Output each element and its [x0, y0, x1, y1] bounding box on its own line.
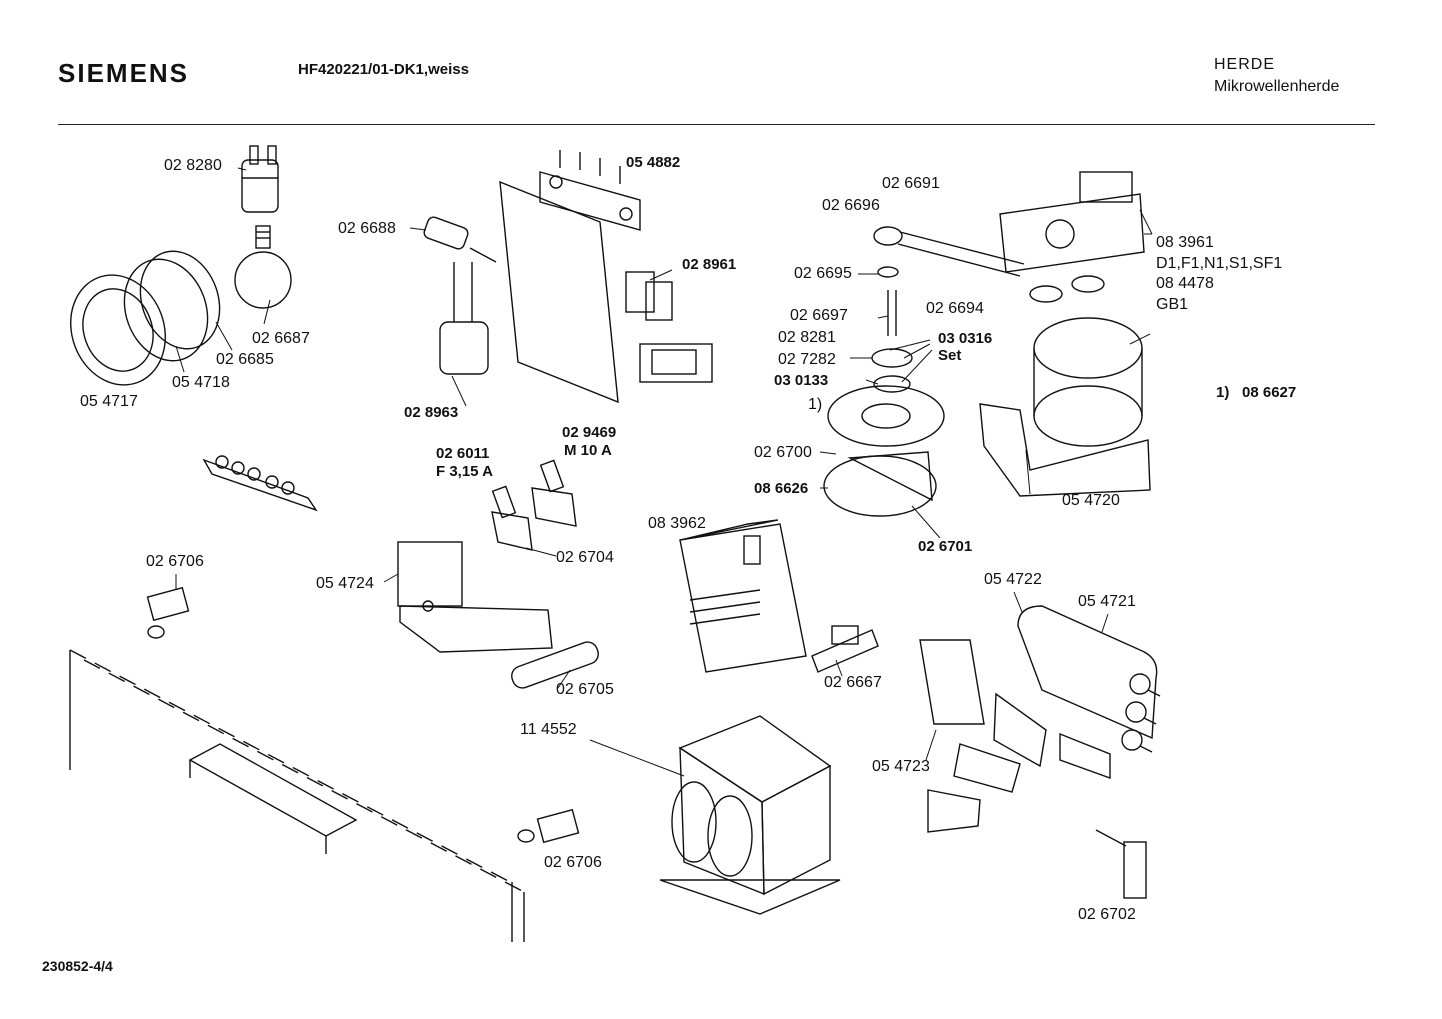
part-label-026667: 02 6667	[824, 674, 882, 691]
interlock-switch-drawing	[811, 625, 879, 673]
door-switch-drawing	[146, 586, 580, 844]
thermal-switch-drawing	[397, 541, 553, 653]
leader-lines	[175, 167, 1153, 777]
part-label-026705: 02 6705	[556, 681, 614, 698]
part-label-028963: 02 8963	[404, 404, 459, 421]
lamp-socket-drawing	[241, 145, 279, 213]
brand-logo: SIEMENS	[58, 58, 190, 88]
part-label-028281: 02 8281	[778, 329, 836, 346]
part-label-086627: 08 6627	[1242, 384, 1297, 401]
part-label-054882: 05 4882	[626, 154, 681, 171]
resistor-block-drawing	[1095, 829, 1147, 899]
terminal-block-drawing	[202, 455, 318, 512]
part-label-026687: 02 6687	[252, 330, 310, 347]
part-label-026702: 02 6702	[1078, 906, 1136, 923]
part-label-054724: 05 4724	[316, 575, 374, 592]
door-edge-drawing	[69, 650, 525, 942]
part-label-026701: 02 6701	[918, 538, 973, 555]
part-label-026688: 02 6688	[338, 220, 396, 237]
subcategory-title: Mikrowellenherde	[1214, 78, 1340, 95]
part-label-gb1: GB1	[1156, 296, 1189, 313]
part-label-026011: 02 6011	[436, 445, 490, 462]
fan-drawing	[979, 317, 1151, 497]
mounting-plate-drawing	[499, 150, 641, 404]
fuse-drawing	[491, 459, 577, 551]
part-label-026706-bottom: 02 6706	[544, 854, 602, 871]
part-label-054721: 05 4721	[1078, 593, 1136, 610]
part-label-030133: 03 0133	[774, 372, 829, 389]
part-label-027282: 02 7282	[778, 351, 836, 368]
door-frame-drawing	[69, 649, 525, 893]
lamp-bulb-drawing	[234, 225, 292, 309]
footnote-marker: 1)	[1216, 384, 1230, 401]
part-label-set: Set	[938, 347, 962, 364]
noise-filter-drawing	[423, 216, 497, 263]
motor-drawing	[999, 171, 1145, 303]
part-label-030316: 03 0316	[938, 330, 993, 347]
fuse-rating-m10a: M 10 A	[564, 442, 612, 459]
part-label-026696: 02 6696	[822, 197, 880, 214]
relay-drawing	[625, 271, 713, 383]
capacitor-drawing	[439, 262, 489, 375]
part-label-029469: 02 9469	[562, 424, 617, 441]
part-label-054720: 05 4720	[1062, 492, 1120, 509]
part-label-026706-top: 02 6706	[146, 553, 204, 570]
model-number: HF420221/01-DK1,weiss	[298, 61, 469, 78]
part-label-ref1: 1)	[808, 396, 823, 413]
part-label-026694: 02 6694	[926, 300, 984, 317]
part-label-026695: 02 6695	[794, 265, 852, 282]
part-label-084478: 08 4478	[1156, 275, 1214, 292]
turntable-drive-drawing	[823, 226, 1025, 517]
part-label-054718: 05 4718	[172, 374, 230, 391]
document-reference: 230852-4/4	[42, 958, 113, 974]
hv-capacitor-drawing	[1017, 605, 1161, 779]
fuse-rating-f315a: F 3,15 A	[436, 463, 493, 480]
part-label-026700: 02 6700	[754, 444, 812, 461]
part-label-083962: 08 3962	[648, 515, 706, 532]
header-divider	[58, 124, 1375, 125]
hv-transformer-drawing	[659, 715, 841, 915]
part-label-114552: 11 4552	[520, 721, 577, 738]
part-label-028961: 02 8961	[682, 256, 737, 273]
magnetron-drawing	[679, 519, 807, 673]
part-label-028280: 02 8280	[164, 157, 222, 174]
part-label-026704: 02 6704	[556, 549, 614, 566]
part-label-026691: 02 6691	[882, 175, 940, 192]
part-label-054723: 05 4723	[872, 758, 930, 775]
part-label-054722: 05 4722	[984, 571, 1042, 588]
part-label-086626: 08 6626	[754, 480, 809, 497]
lamp-cover-drawing	[70, 250, 221, 386]
part-label-054717: 05 4717	[80, 393, 138, 410]
category-title: HERDE	[1214, 56, 1276, 73]
part-label-d1f1n1s1sf1: D1,F1,N1,S1,SF1	[1156, 255, 1283, 272]
part-label-026685: 02 6685	[216, 351, 274, 368]
part-label-083961: 08 3961	[1156, 234, 1214, 251]
bracket-drawing	[919, 639, 1047, 833]
part-label-026697: 02 6697	[790, 307, 848, 324]
sleeve-drawing	[511, 641, 599, 689]
